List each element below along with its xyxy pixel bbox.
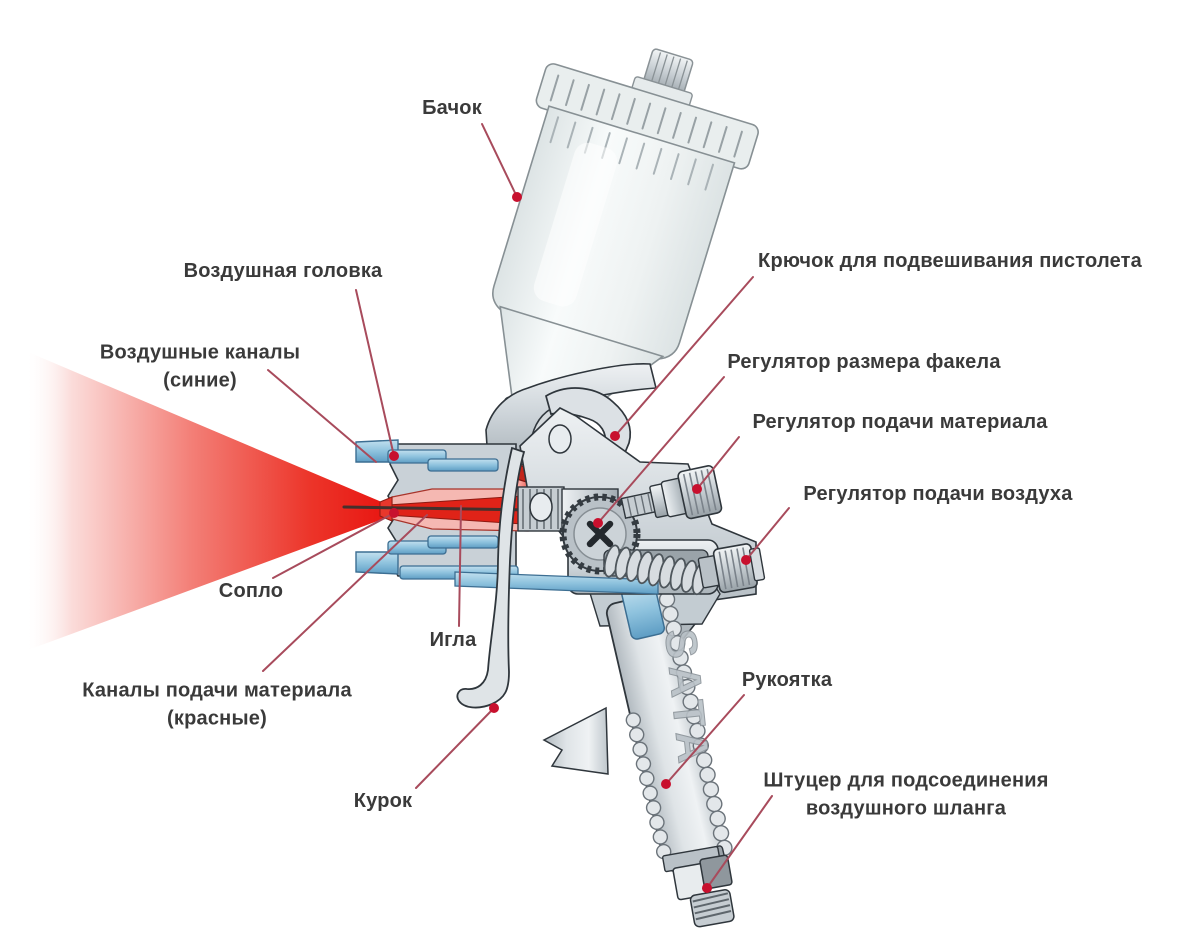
handle-rib-edge-right — [658, 591, 733, 857]
dot-hook — [610, 431, 620, 441]
pivot-screw-mid — [529, 492, 553, 522]
leader-air-fitting — [706, 795, 773, 889]
dot-cup — [512, 192, 522, 202]
handle-group: SATA — [605, 569, 733, 872]
label-air-fitting: Штуцер для подсоединения воздушного шлан… — [763, 767, 1048, 822]
cup-highlight — [533, 142, 618, 307]
label-air-channels-line2: (синие) — [163, 369, 237, 391]
label-hook: Крючок для подвешивания пистолета — [758, 250, 1142, 273]
pivot-screw-top — [548, 424, 572, 454]
leader-material-channels — [262, 514, 428, 672]
cup-lid-ticks — [549, 74, 743, 158]
dot-material-regulator — [692, 484, 702, 494]
label-fan-regulator: Регулятор размера факела — [727, 351, 1001, 374]
leader-hook — [614, 276, 754, 437]
cup-skirt-ticks — [549, 116, 715, 191]
label-air-head: Воздушная головка — [183, 260, 383, 283]
leader-needle — [458, 505, 462, 627]
label-air-regulator: Регулятор подачи воздуха — [803, 483, 1073, 506]
label-air-fitting-line2: воздушного шланга — [805, 797, 1007, 819]
label-air-channels-line1: Воздушные каналы — [99, 341, 301, 364]
handle-spur — [542, 706, 609, 775]
label-air-channels: Воздушные каналы (синие) — [100, 339, 300, 394]
leader-lines — [262, 123, 790, 889]
leader-air-head — [355, 289, 395, 457]
label-material-channels-line1: Каналы подачи материала — [82, 679, 352, 702]
dot-air-head — [389, 451, 399, 461]
leader-fan-regulator — [597, 376, 725, 524]
handle-rib-edge-left — [625, 712, 672, 860]
dot-air-regulator — [741, 555, 751, 565]
leader-air-regulator — [745, 507, 790, 561]
label-material-regulator: Регулятор подачи материала — [752, 411, 1048, 434]
label-material-channels-line2: (красные) — [167, 707, 267, 729]
phillips-cross-icon — [586, 520, 614, 548]
dot-fan-regulator — [593, 518, 603, 528]
label-handle: Рукоятка — [741, 669, 833, 692]
label-needle: Игла — [429, 629, 477, 652]
label-cup: Бачок — [422, 97, 482, 120]
dot-air-fitting — [702, 883, 712, 893]
dot-trigger — [489, 703, 499, 713]
spring-coils — [603, 544, 709, 596]
leader-nozzle — [272, 512, 395, 579]
cup-vent-cap-ridges — [649, 52, 688, 94]
leader-handle — [665, 694, 745, 785]
trigger-lever — [456, 446, 526, 709]
label-air-fitting-line1: Штуцер для подсоединения — [763, 769, 1049, 792]
leader-trigger — [415, 707, 495, 789]
label-nozzle: Сопло — [218, 580, 284, 603]
leader-cup — [481, 123, 518, 198]
dot-nozzle — [389, 508, 399, 518]
label-material-channels: Каналы подачи материала (красные) — [82, 677, 352, 732]
label-trigger: Курок — [353, 790, 413, 813]
leader-material-regulator — [696, 436, 740, 490]
dot-handle — [661, 779, 671, 789]
spray-cone — [28, 352, 391, 650]
leader-air-channels — [267, 369, 377, 463]
pointer-dots — [389, 192, 751, 893]
